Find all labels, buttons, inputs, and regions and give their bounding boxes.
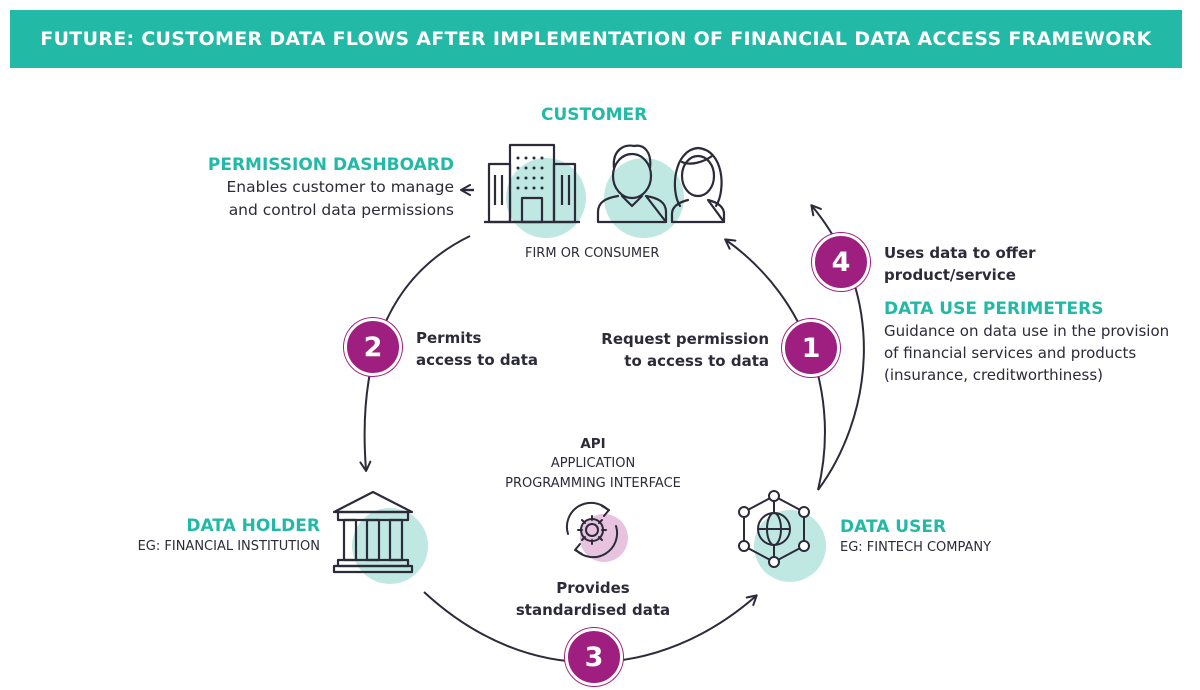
step-2-text: Permits access to data bbox=[416, 327, 538, 371]
data-use-perimeters-line1: Guidance on data use in the provision bbox=[884, 322, 1170, 340]
customer-title: CUSTOMER bbox=[541, 105, 648, 125]
api-line1: APPLICATION bbox=[550, 456, 636, 471]
step-4-badge: 4 bbox=[812, 233, 870, 291]
step-3-line2: standardised data bbox=[515, 601, 671, 619]
bank-icon bbox=[332, 490, 428, 584]
gear-cycle-icon bbox=[565, 501, 628, 562]
step-1-line1: Request permission bbox=[601, 330, 769, 348]
banner-title: FUTURE: CUSTOMER DATA FLOWS AFTER IMPLEM… bbox=[40, 28, 1152, 50]
data-use-perimeters-title: DATA USE PERIMETERS bbox=[884, 299, 1104, 319]
api-title: API bbox=[580, 436, 606, 452]
data-holder: DATA HOLDER EG: FINANCIAL INSTITUTION bbox=[138, 515, 320, 557]
api-line2: PROGRAMMING INTERFACE bbox=[505, 476, 681, 491]
api-label: API APPLICATION PROGRAMMING INTERFACE bbox=[493, 434, 693, 494]
permission-dashboard-title: PERMISSION DASHBOARD bbox=[207, 155, 454, 175]
data-user-subtitle: EG: FINTECH COMPANY bbox=[840, 540, 992, 555]
woman-icon bbox=[670, 146, 726, 224]
step-1-badge: 1 bbox=[782, 319, 840, 377]
network-globe-icon bbox=[738, 490, 826, 582]
step-3-text: Provides standardised data bbox=[493, 577, 693, 621]
data-use-perimeters-line2: of financial services and products bbox=[884, 344, 1137, 362]
step-4-line1: Uses data to offer bbox=[884, 244, 1036, 262]
permission-dashboard-line1: Enables customer to manage bbox=[226, 178, 455, 196]
arrow-permits-access bbox=[359, 235, 471, 472]
step-3-line1: Provides bbox=[556, 579, 630, 597]
data-holder-subtitle: EG: FINANCIAL INSTITUTION bbox=[137, 539, 320, 554]
step-4-line2: product/service bbox=[884, 266, 1016, 284]
step-3-badge: 3 bbox=[565, 628, 623, 686]
customer-subtitle: FIRM OR CONSUMER bbox=[525, 246, 660, 261]
data-holder-title: DATA HOLDER bbox=[186, 516, 320, 536]
data-user-title: DATA USER bbox=[840, 517, 947, 537]
step-4-text: Uses data to offer product/service bbox=[884, 242, 1036, 286]
title-banner: FUTURE: CUSTOMER DATA FLOWS AFTER IMPLEM… bbox=[10, 10, 1182, 68]
permission-dashboard-line2: and control data permissions bbox=[228, 201, 454, 219]
step-1-text: Request permission to access to data bbox=[601, 328, 769, 372]
step-1-line2: to access to data bbox=[624, 352, 769, 370]
office-building-icon bbox=[484, 143, 580, 224]
step-2-badge: 2 bbox=[344, 318, 402, 376]
permission-dashboard: PERMISSION DASHBOARD Enables customer to… bbox=[208, 154, 454, 222]
data-use-perimeters-line3: (insurance, creditworthiness) bbox=[884, 366, 1103, 384]
man-icon bbox=[596, 144, 668, 224]
step-2-line1: Permits bbox=[416, 329, 482, 347]
customer-icons bbox=[484, 143, 726, 238]
data-user: DATA USER EG: FINTECH COMPANY bbox=[840, 516, 991, 558]
step-2-line2: access to data bbox=[416, 351, 539, 369]
data-use-perimeters: DATA USE PERIMETERS Guidance on data use… bbox=[884, 298, 1169, 386]
